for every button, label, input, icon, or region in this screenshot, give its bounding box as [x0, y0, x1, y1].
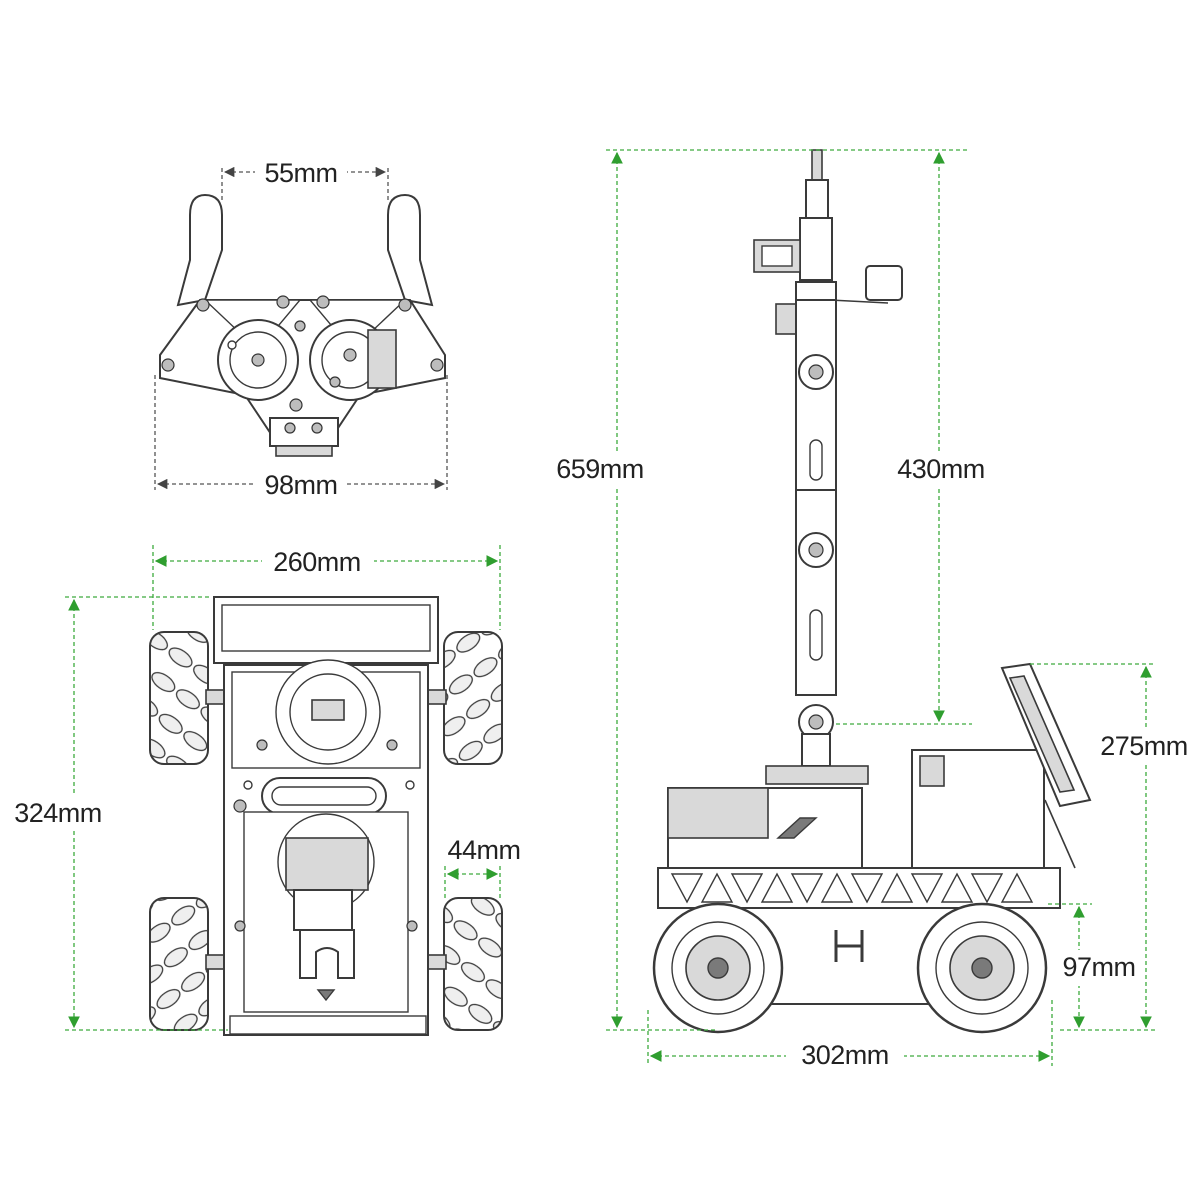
wheel-front-left [149, 631, 209, 765]
truss-triangle [970, 873, 1004, 904]
side-view-dimensions: 659mm 430mm 275mm 97mm 302mm [546, 149, 1200, 1072]
truss-triangle [1000, 872, 1034, 903]
truss-triangle [850, 873, 884, 904]
arm-height-label: 430mm [897, 454, 985, 484]
truss-triangle [760, 872, 794, 903]
truss-triangle [940, 872, 974, 903]
arm-segment-upper [795, 299, 837, 491]
truss-triangle [790, 873, 824, 904]
truss-triangle [820, 872, 854, 903]
wheel-width-label: 44mm [447, 835, 520, 865]
chassis-width-label: 260mm [273, 547, 361, 577]
top-view-dimensions: 260mm 324mm 44mm [8, 545, 521, 1031]
chassis-length-label: 324mm [14, 798, 102, 828]
side-wheel-front [652, 902, 784, 1034]
truss-triangle [880, 872, 914, 903]
gripper-view [159, 193, 446, 457]
side-length-label: 302mm [801, 1040, 889, 1070]
screen-height-label: 275mm [1100, 731, 1188, 761]
total-height-label: 659mm [556, 454, 644, 484]
truss-triangle [670, 873, 704, 904]
wheel-rear-right [443, 897, 503, 1031]
gripper-dimensions: 55mm 98mm [154, 156, 448, 500]
camera [865, 265, 903, 301]
side-wheel-rear [916, 902, 1048, 1034]
truss-triangle [730, 873, 764, 904]
gripper-total-width-label: 98mm [264, 470, 337, 500]
wheel-front-right [443, 631, 503, 765]
truss-triangle [700, 872, 734, 903]
top-view-chassis [149, 596, 503, 1036]
wheel-rear-left [149, 897, 209, 1031]
side-view-robot [652, 149, 1092, 1034]
truss-triangle [910, 873, 944, 904]
wheel-height-label: 97mm [1062, 952, 1135, 982]
gripper-open-width-label: 55mm [264, 158, 337, 188]
arm-segment-lower [795, 489, 837, 696]
